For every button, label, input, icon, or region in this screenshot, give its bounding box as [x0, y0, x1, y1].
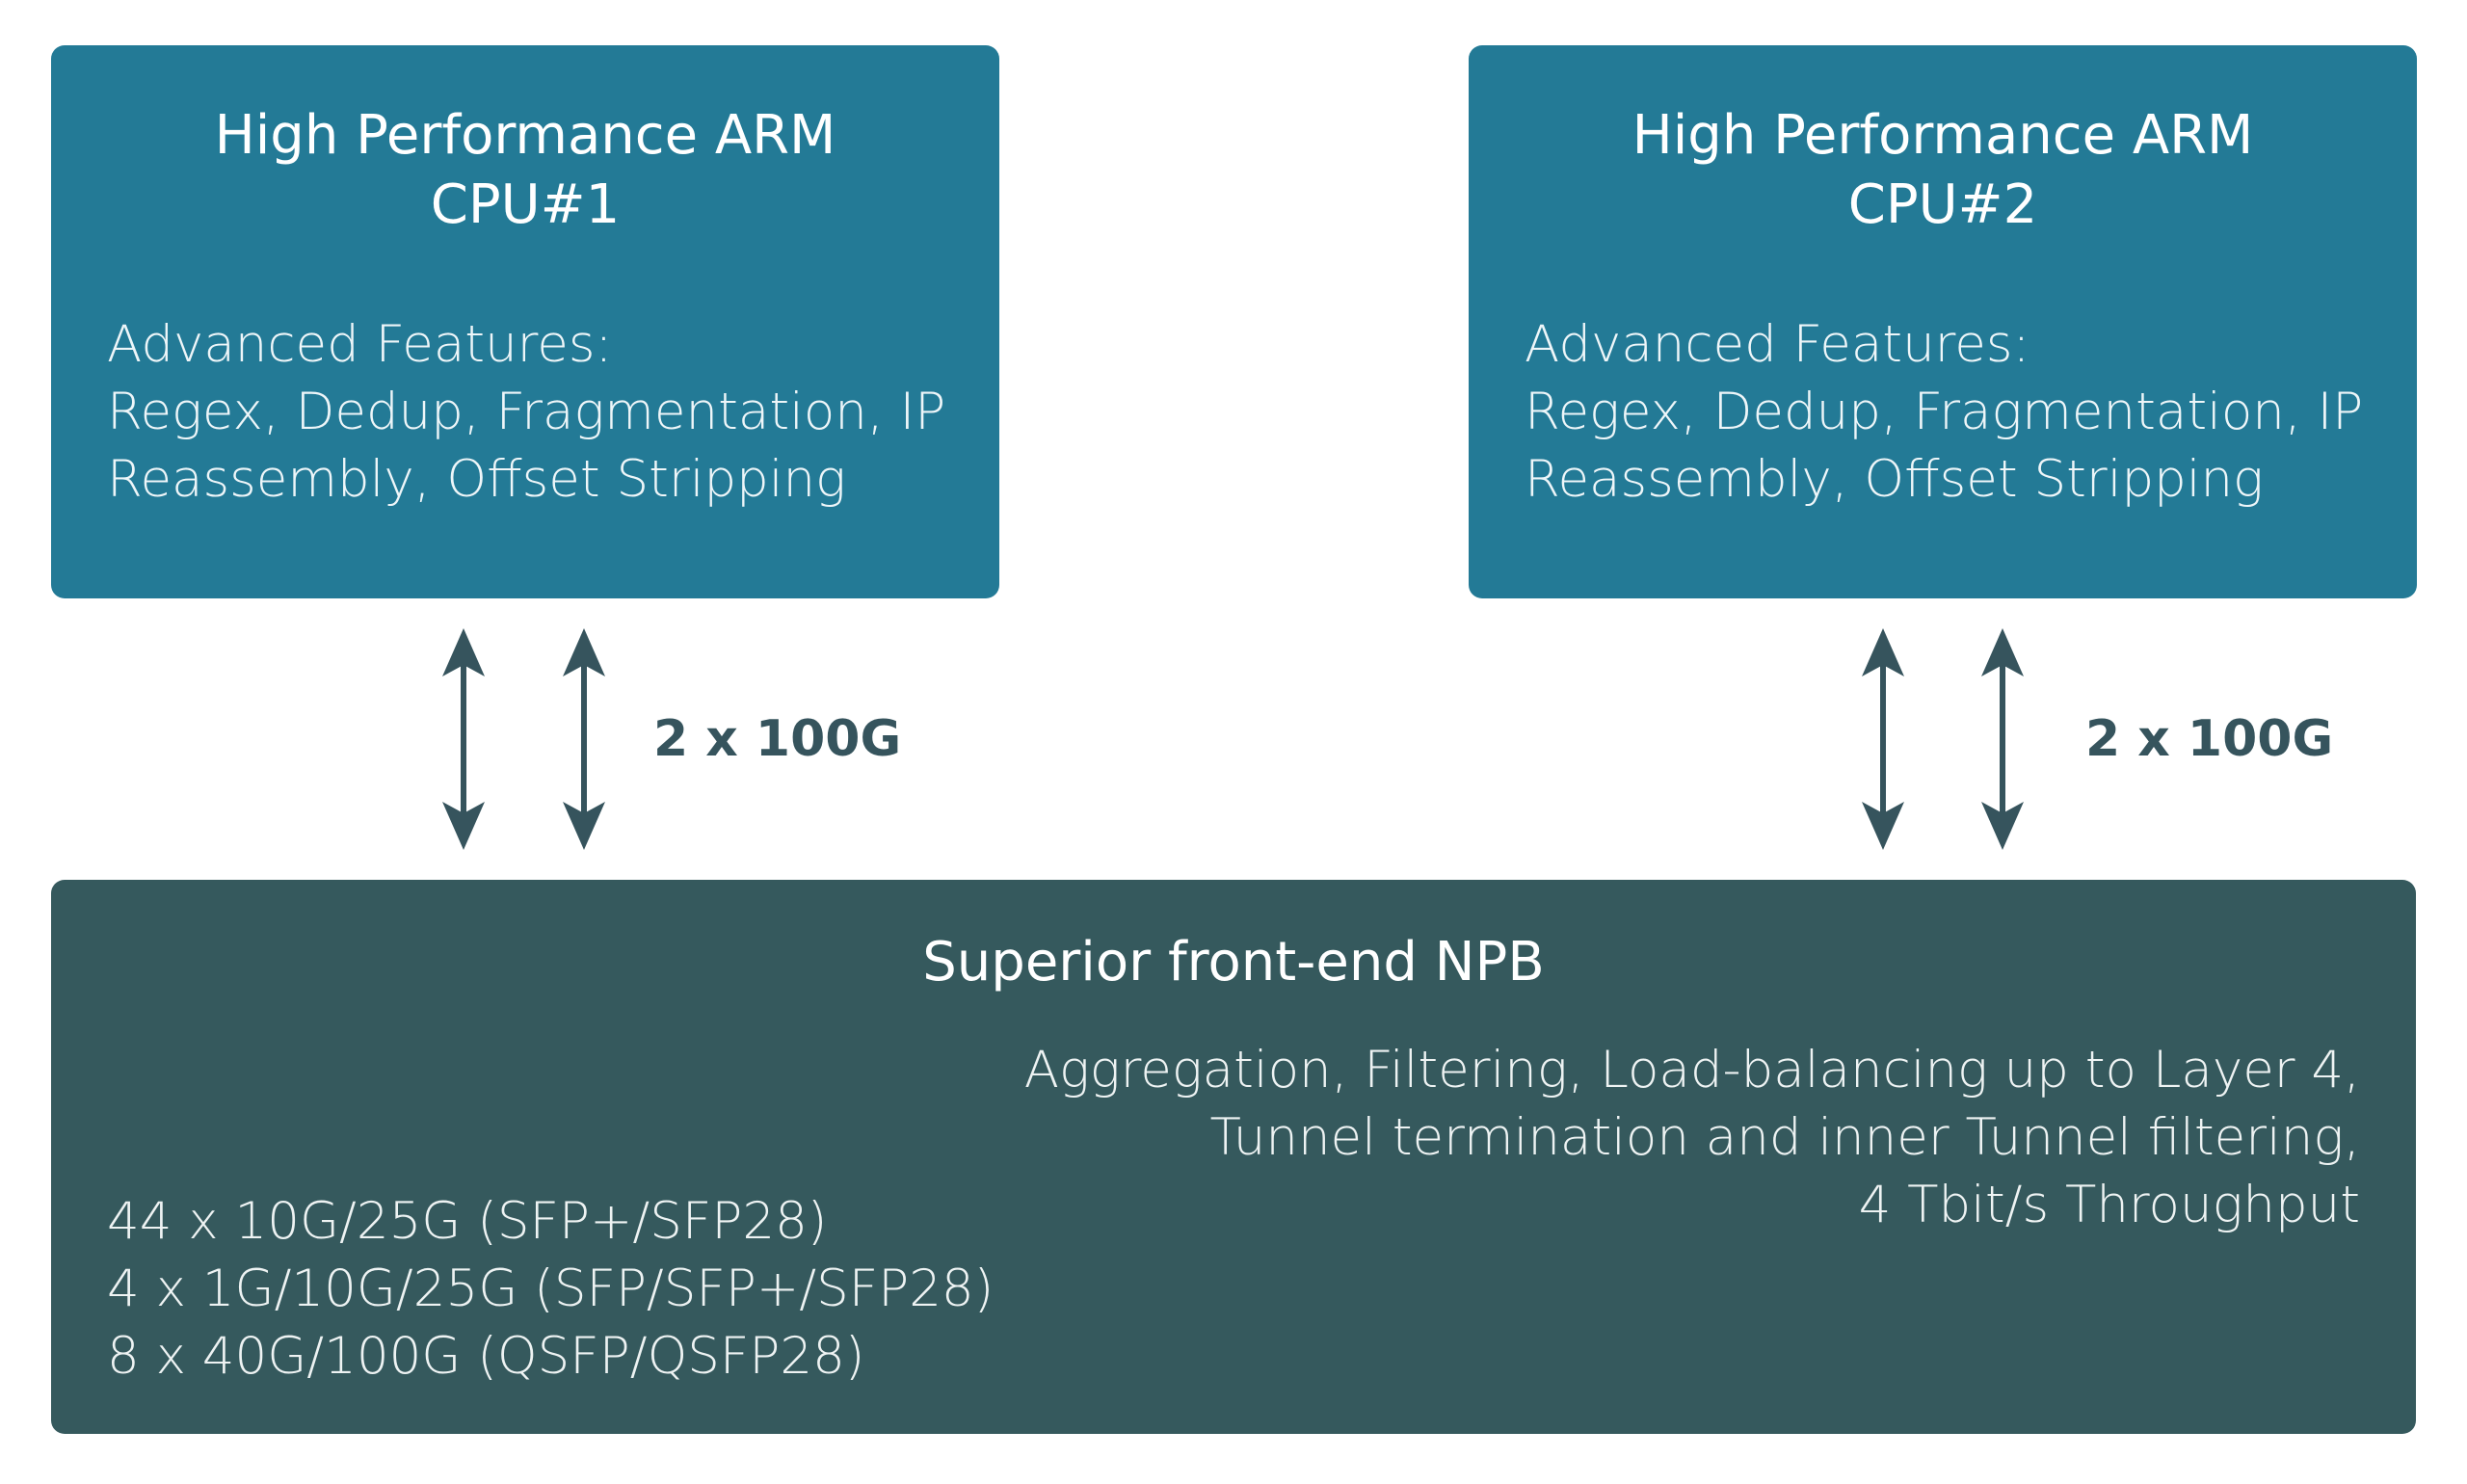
npb-port-line: 8 x 40G/100G (QSFP/QSFP28) [107, 1327, 865, 1386]
bidirectional-arrow-icon [563, 628, 605, 850]
cpu1-feature-line: Reassembly, Offset Stripping [107, 450, 846, 509]
bidirectional-arrow-icon [442, 628, 485, 850]
cpu2-feature-line: Regex, Dedup, Fragmentation, IP [1525, 383, 2364, 441]
left-link-label: 2 x 100G [653, 710, 902, 768]
cpu2-feature-line: Reassembly, Offset Stripping [1525, 450, 2264, 509]
npb-port-line: 44 x 10G/25G (SFP+/SFP28) [107, 1192, 828, 1251]
cpu2-title-line2: CPU#2 [1847, 173, 2038, 236]
npb-port-line: 4 x 1G/10G/25G (SFP/SFP+/SFP28) [107, 1259, 995, 1318]
cpu1-feature-line: Regex, Dedup, Fragmentation, IP [107, 383, 946, 441]
npb-capability-line: Tunnel termination and inner Tunnel filt… [1209, 1108, 2360, 1167]
right-link-label: 2 x 100G [2085, 710, 2334, 768]
bidirectional-arrow-icon [1981, 628, 2024, 850]
npb-box: Superior front-end NPB Aggregation, Filt… [51, 880, 2416, 1434]
npb-title: Superior front-end NPB [922, 931, 1545, 994]
cpu2-title: High Performance ARM CPU#2 [1469, 101, 2417, 240]
cpu2-feature-line: Advanced Features: [1525, 315, 2030, 374]
cpu1-title-line1: High Performance ARM [214, 104, 836, 167]
cpu1-title-line2: CPU#1 [430, 173, 621, 236]
cpu1-feature-line: Advanced Features: [107, 315, 613, 374]
cpu2-title-line1: High Performance ARM [1631, 104, 2254, 167]
cpu1-features: Advanced Features: Regex, Dedup, Fragmen… [107, 311, 980, 514]
cpu2-box: High Performance ARM CPU#2 Advanced Feat… [1469, 45, 2417, 598]
npb-capability-line: Aggregation, Filtering, Load-balancing u… [1023, 1041, 2360, 1100]
cpu1-title: High Performance ARM CPU#1 [51, 101, 999, 240]
npb-capability-line: 4 Tbit/s Throughput [1858, 1176, 2360, 1234]
npb-capabilities: Aggregation, Filtering, Load-balancing u… [1024, 1037, 2360, 1239]
cpu2-features: Advanced Features: Regex, Dedup, Fragmen… [1525, 311, 2398, 514]
bidirectional-arrow-icon [1862, 628, 1904, 850]
cpu1-box: High Performance ARM CPU#1 Advanced Feat… [51, 45, 999, 598]
npb-ports: 44 x 10G/25G (SFP+/SFP28) 4 x 1G/10G/25G… [107, 1188, 994, 1391]
